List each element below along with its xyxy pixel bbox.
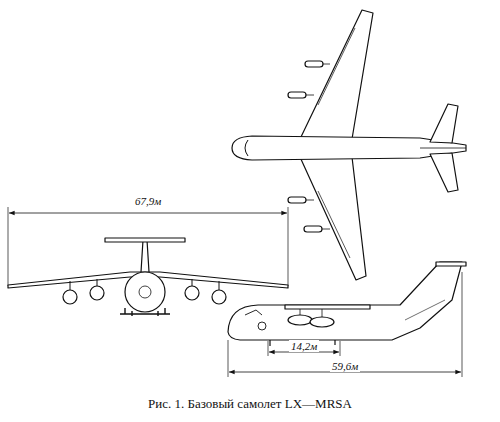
side-view <box>228 262 466 377</box>
plan-view <box>232 10 466 280</box>
dimension-label: 59,6м <box>330 360 360 372</box>
figure-caption: Рис. 1. Базовый самолет LX—MRSA <box>148 397 352 411</box>
dimension-label: 14,2м <box>289 340 319 352</box>
front-view <box>8 207 288 316</box>
dimension-label: 67,9м <box>133 195 163 207</box>
